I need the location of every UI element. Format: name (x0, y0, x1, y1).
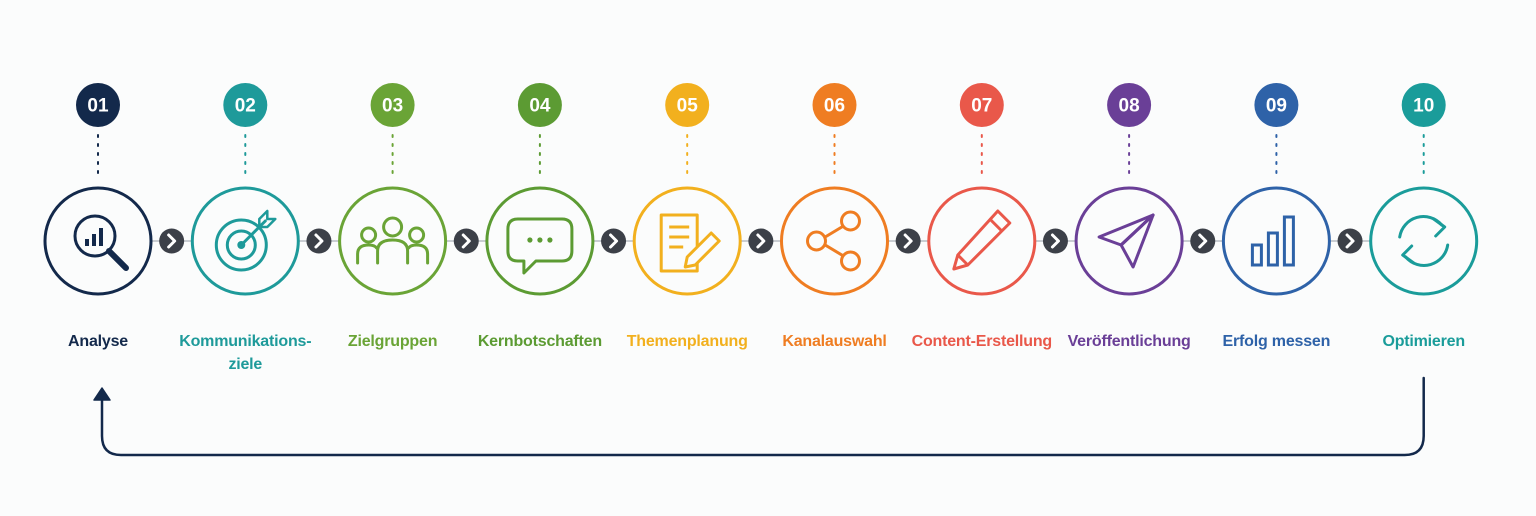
feedback-loop-arrow (93, 376, 1425, 457)
refresh-cycle-icon (1398, 215, 1450, 267)
step-08: 08 (1074, 83, 1184, 296)
badge-circle (959, 83, 1004, 127)
step-label: Zielgruppen (347, 333, 438, 350)
step-label: Erfolg messen (1222, 333, 1331, 350)
step-label: Content-Erstellung (911, 333, 1053, 350)
step-badge: 01 (76, 83, 120, 127)
step-number: 02 (235, 96, 256, 117)
step-badge: 09 (1254, 83, 1299, 127)
step-04: 04 (485, 83, 595, 296)
step-label: Optimieren (1382, 333, 1465, 350)
step-label: Kommunikations- ziele (179, 333, 312, 373)
step-number: 03 (382, 96, 403, 117)
loop-path (100, 376, 1425, 457)
step-circle (632, 186, 742, 296)
loop-arrowhead-icon (93, 387, 111, 401)
step-label: Themenplanung (626, 333, 748, 350)
step-05: 05 (632, 83, 742, 296)
badge-circle (223, 83, 268, 127)
step-badge: 03 (370, 83, 415, 127)
step-number: 05 (677, 96, 699, 117)
step-circle (927, 186, 1037, 296)
chevron-right-icon (601, 228, 627, 254)
chevron-right-icon (1042, 228, 1068, 254)
step-circle (1074, 186, 1184, 296)
share-icon (806, 210, 861, 272)
step-01: 01 (43, 83, 153, 296)
badge-circle (517, 83, 562, 127)
step-badge: 02 (223, 83, 268, 127)
step-number: 04 (529, 96, 551, 117)
badge-circle (812, 83, 857, 127)
step-badge: 04 (517, 83, 562, 127)
chevron-right-icon (1337, 228, 1363, 254)
step-badge: 05 (665, 83, 710, 127)
chevron-right-icon (1190, 228, 1216, 254)
step-09: 09 (1221, 83, 1331, 296)
step-badge: 10 (1401, 83, 1446, 127)
step-badge: 08 (1107, 83, 1152, 127)
badge-circle (76, 83, 120, 127)
step-circle (43, 186, 153, 296)
step-badge: 07 (959, 83, 1004, 127)
step-number: 07 (971, 96, 992, 117)
chevron-right-icon (306, 228, 332, 254)
speech-bubble-icon (506, 217, 574, 275)
badge-circle (665, 83, 710, 127)
badge-circle (1401, 83, 1446, 127)
step-badge: 06 (812, 83, 857, 127)
step-07: 07 (927, 83, 1037, 296)
magnifier-chart-icon (73, 214, 129, 271)
people-group-icon (356, 216, 430, 265)
step-02: 02 (190, 83, 300, 296)
step-number: 10 (1413, 96, 1434, 117)
step-number: 01 (87, 96, 109, 117)
step-label: Analyse (68, 333, 128, 350)
badge-circle (370, 83, 415, 127)
step-03: 03 (338, 83, 448, 296)
badge-circle (1107, 83, 1152, 127)
step-number: 06 (824, 96, 845, 117)
paper-plane-icon (1097, 213, 1155, 269)
target-icon (214, 209, 277, 272)
step-number: 09 (1266, 96, 1287, 117)
document-pencil-icon (659, 213, 721, 273)
badge-circle (1254, 83, 1299, 127)
bar-chart-icon (1250, 215, 1295, 267)
step-10: 10 (1369, 83, 1479, 296)
step-label: Kernbotschaften (477, 333, 602, 350)
chevron-right-icon (895, 228, 921, 254)
step-circle (780, 186, 889, 296)
step-06: 06 (780, 83, 889, 296)
step-label: Kanalauswahl (782, 333, 887, 350)
chevron-right-icon (453, 228, 479, 254)
chevron-right-icon (748, 228, 774, 254)
step-label: Veröffentlichung (1067, 333, 1191, 350)
step-number: 08 (1119, 96, 1140, 117)
step-circle (1369, 186, 1479, 296)
pencil-icon (952, 209, 1012, 271)
chevron-right-icon (159, 228, 185, 254)
